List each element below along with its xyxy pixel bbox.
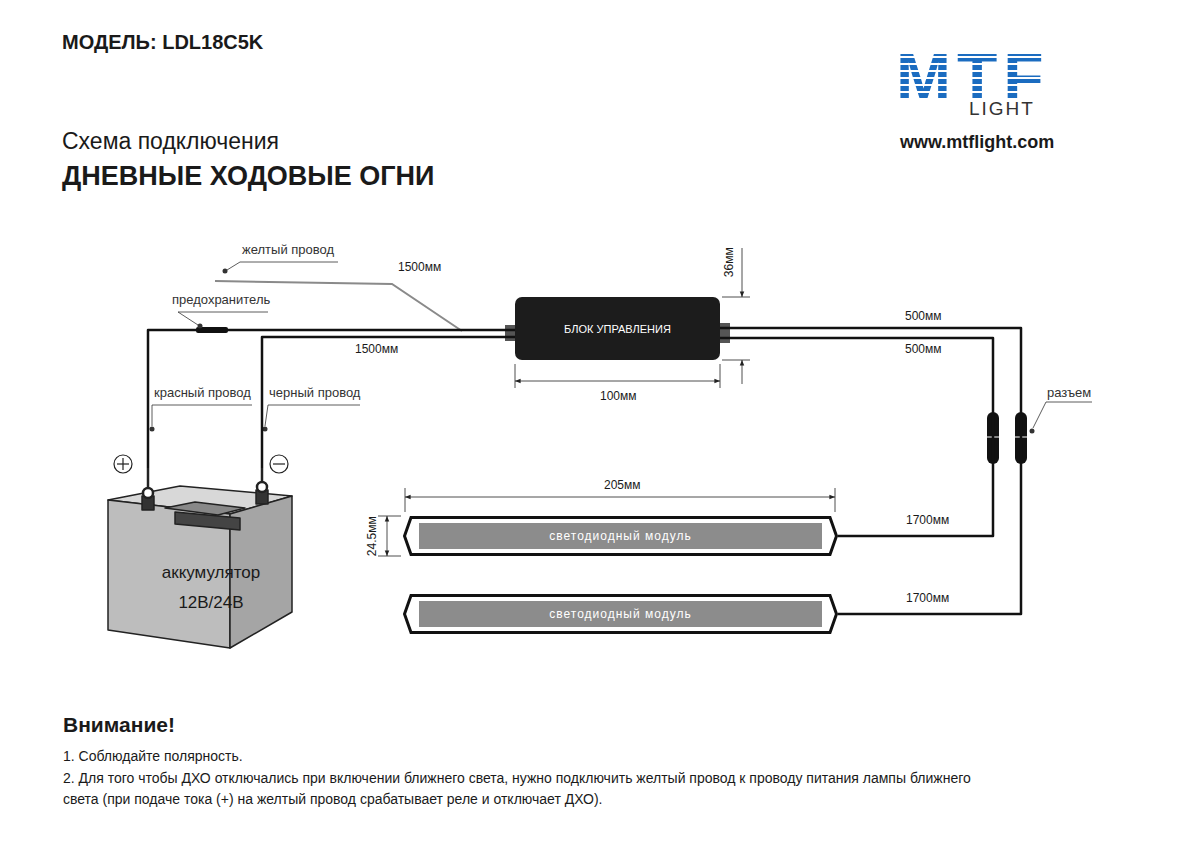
logo-subtitle: LIGHT <box>966 98 1038 121</box>
module-housing <box>405 596 837 633</box>
wire-label: желтый провод <box>242 242 334 258</box>
dimension-label: 100мм <box>600 389 637 403</box>
minus-symbol <box>273 463 285 464</box>
leader-dots <box>150 269 1035 434</box>
battery: аккумулятор 12В/24В <box>108 468 293 650</box>
dimension-line <box>742 248 743 297</box>
extension-line <box>405 488 406 512</box>
wire <box>720 338 993 536</box>
extension-line <box>722 360 750 361</box>
dimension-label: 205мм <box>604 478 641 492</box>
battery-label: аккумулятор 12В/24В <box>146 558 276 618</box>
control-unit: БЛОК УПРАВЛЕНИЯ <box>515 297 720 360</box>
dimension-label: 500мм <box>905 309 942 323</box>
module-label: светодиодный модуль <box>549 607 691 621</box>
leader-dot <box>198 324 203 329</box>
terminal-clamp <box>261 468 264 482</box>
led-strip <box>419 601 822 627</box>
dimension-line <box>742 360 743 384</box>
wire <box>262 337 515 468</box>
wire <box>720 328 1021 614</box>
leader-lines <box>152 262 1092 428</box>
subtitle: Схема подключения <box>62 128 279 156</box>
terminal-ring <box>257 482 267 492</box>
dimension-label: 36мм <box>722 247 736 277</box>
extension-line <box>722 297 750 298</box>
leader-dot <box>150 427 155 432</box>
dimension-line <box>405 497 835 498</box>
dimension-label: 1700мм <box>906 513 949 527</box>
dimension-label: 24.5мм <box>365 516 379 556</box>
part-label: предохранитель <box>172 292 270 308</box>
module-housing <box>405 518 837 555</box>
model-name: МОДЕЛЬ: LDL18C5K <box>62 30 263 54</box>
dimension-label: 1500мм <box>398 260 441 274</box>
extension-line <box>378 516 401 517</box>
leader-dot <box>1030 429 1035 434</box>
extension-line <box>720 364 721 388</box>
leader-line <box>1033 402 1092 428</box>
part-label: разъем <box>1047 385 1091 401</box>
led-module: светодиодный модуль <box>403 594 838 634</box>
plus-symbol <box>114 455 132 473</box>
extension-line <box>378 556 401 557</box>
module-label: светодиодный модуль <box>549 529 691 543</box>
terminal-ring <box>143 488 153 498</box>
led-module: светодиодный модуль <box>403 516 838 556</box>
leader-line <box>178 312 268 325</box>
website: www.mtflight.com <box>900 132 1054 154</box>
battery-drawing <box>108 468 292 648</box>
leader-dot <box>223 269 228 274</box>
plus-symbol <box>122 458 123 470</box>
extension-line <box>835 488 836 512</box>
leader-line <box>152 405 252 426</box>
dimension-line <box>387 516 388 556</box>
unit-label: БЛОК УПРАВЛЕНИЯ <box>564 323 671 335</box>
led-strip <box>419 523 822 549</box>
terminal-clamp <box>147 468 150 488</box>
warning-note: 1. Соблюдайте полярность. <box>63 748 243 765</box>
wire-label: черный провод <box>269 385 360 401</box>
leader-line <box>265 405 360 426</box>
battery-indicator <box>175 512 240 530</box>
leader-line <box>227 262 338 270</box>
dimension-label: 1500мм <box>355 342 398 356</box>
minus-symbol <box>270 455 288 473</box>
dimension-label: 1700мм <box>906 591 949 605</box>
wire <box>148 330 515 468</box>
dimension-label: 500мм <box>905 342 942 356</box>
dimension-lines <box>378 248 835 556</box>
extension-line <box>515 364 516 388</box>
warning-note: 2. Для того чтобы ДХО отключались при вк… <box>63 768 993 810</box>
page-title: ДНЕВНЫЕ ХОДОВЫЕ ОГНИ <box>62 160 435 192</box>
warning-heading: Внимание! <box>63 712 175 737</box>
wire-label: красный провод <box>154 385 251 401</box>
dimension-line <box>515 381 720 382</box>
